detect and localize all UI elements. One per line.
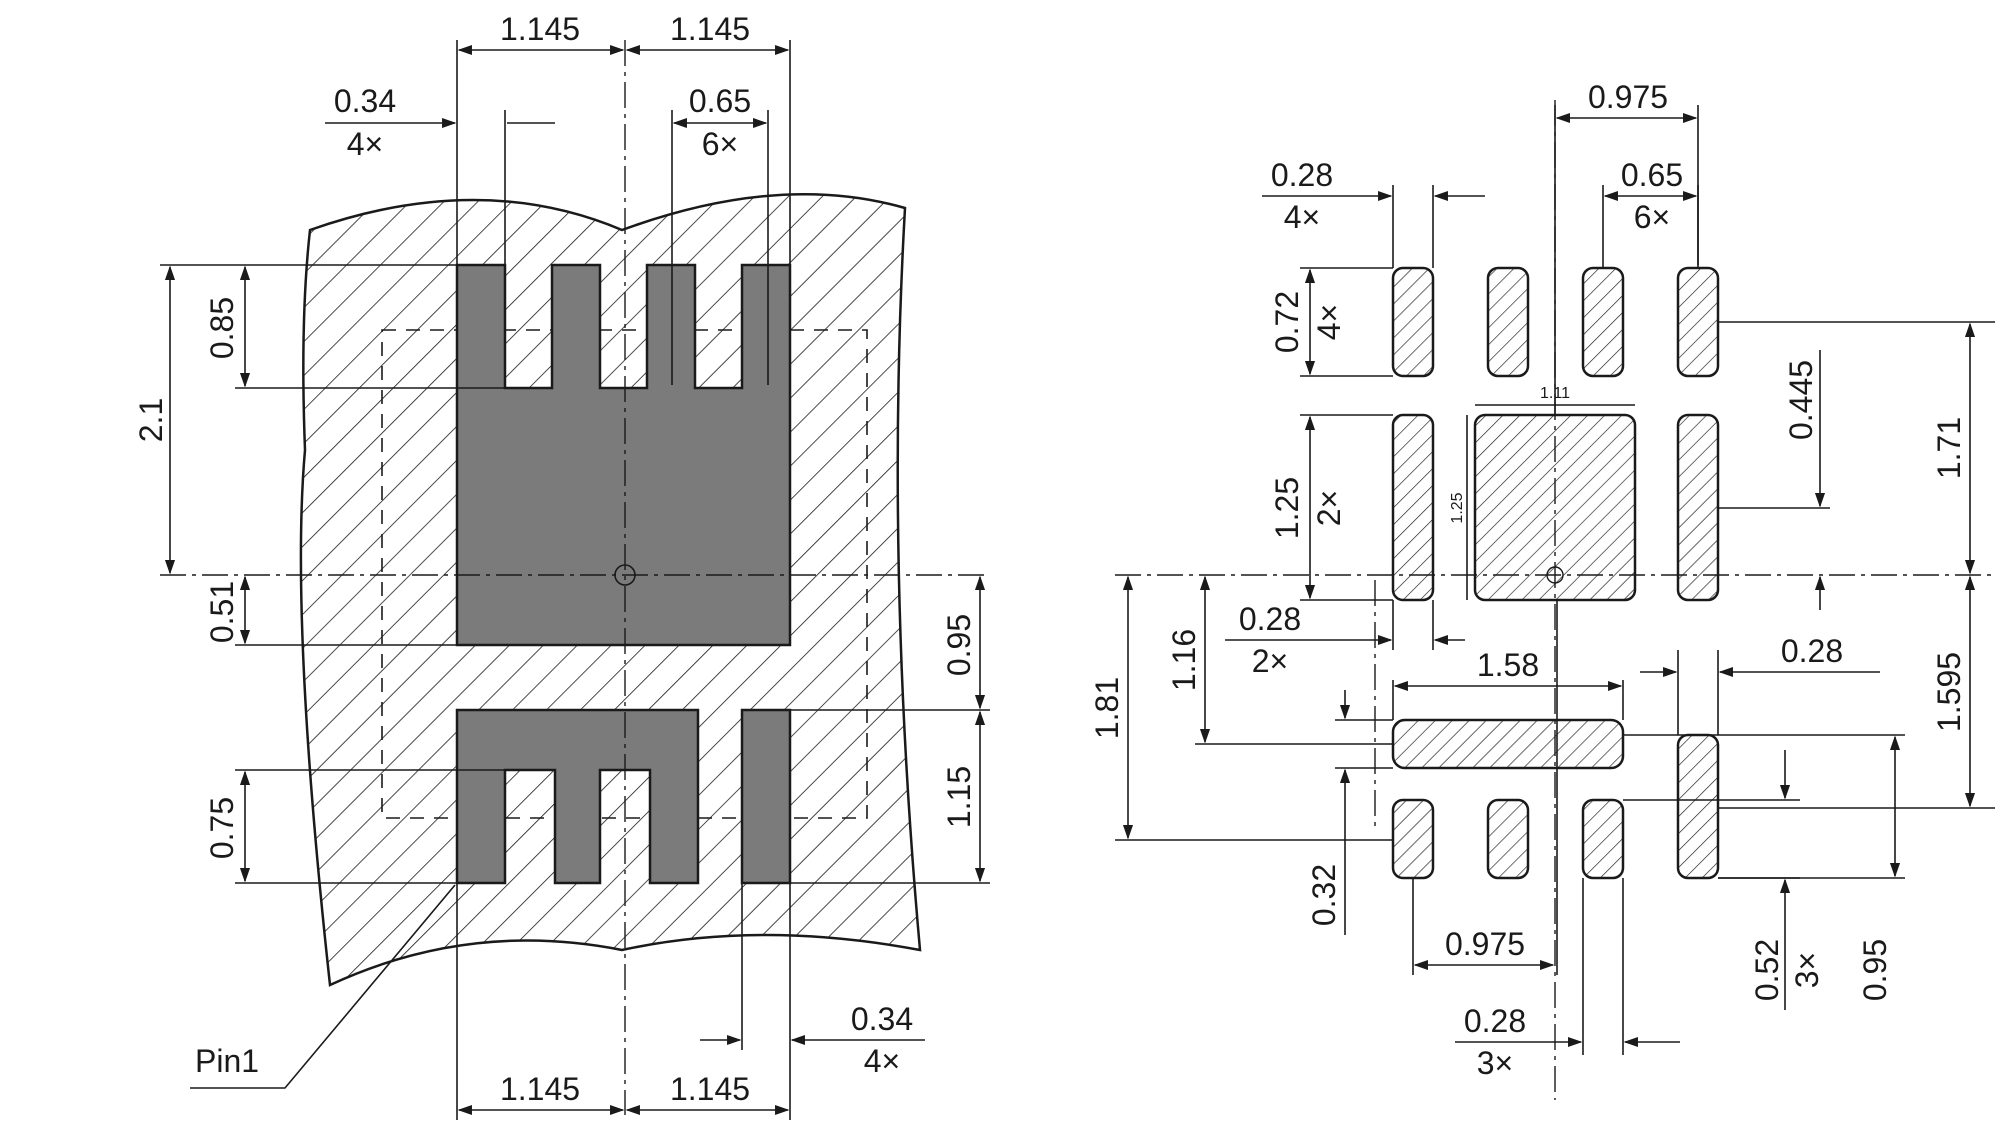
- pad-dim-125: 1.25: [1269, 477, 1305, 539]
- right-small-dim-028: 0.28: [1271, 157, 1333, 193]
- right-dim-171: 1.71: [1931, 417, 1967, 479]
- left-bottom-dim-2: 1.145: [670, 1071, 750, 1107]
- pad-bottom-3: [1581, 798, 1625, 880]
- left-view: 1.145 1.145 0.34 4× 0.65 6× 0.85 2.1 0.5…: [133, 11, 990, 1120]
- right-top-dim-0975: 0.975: [1588, 79, 1668, 115]
- left-small-dim-034: 0.34: [334, 83, 396, 119]
- left-bottom-right-dim-count: 4×: [864, 1043, 900, 1079]
- left-small-dim-034-count: 4×: [347, 126, 383, 162]
- pad-top-4: [1676, 266, 1720, 378]
- right-dim-028-right: 0.28: [1781, 633, 1843, 669]
- center-pad-height: 1.25: [1449, 492, 1466, 523]
- pad-dim-125-count: 2×: [1311, 490, 1347, 526]
- pad-dim-072: 0.72: [1269, 291, 1305, 353]
- right-dim-028-3x: 0.28: [1464, 1003, 1526, 1039]
- left-dim-051: 0.51: [204, 581, 240, 643]
- right-view: 1.11 1.25 0.975 0.28 4× 0.65 6× 0.72: [1089, 79, 1995, 1100]
- right-dim-028-3x-count: 3×: [1477, 1045, 1513, 1081]
- pad-right-tall: [1676, 413, 1720, 602]
- right-dim-095: 0.95: [1857, 939, 1893, 1001]
- left-lower-copper-pad: [455, 708, 700, 885]
- left-dim-085: 0.85: [204, 297, 240, 359]
- pin1-label: Pin1: [195, 1043, 259, 1079]
- pad-bottom-right-tall: [1676, 733, 1720, 880]
- left-small-dim-065: 0.65: [689, 83, 751, 119]
- left-bottom-right-dim: 0.34: [851, 1001, 913, 1037]
- right-dim-0975-bottom: 0.975: [1445, 926, 1525, 962]
- left-top-dim-1: 1.145: [500, 11, 580, 47]
- right-small-dim-065: 0.65: [1621, 157, 1683, 193]
- pad-top-2: [1486, 266, 1530, 378]
- right-dim-158: 1.58: [1477, 647, 1539, 683]
- left-dim-075: 0.75: [204, 797, 240, 859]
- left-origin-marker: [614, 564, 636, 586]
- right-dim-052: 0.52: [1749, 939, 1785, 1001]
- pad-top-1: [1391, 266, 1435, 378]
- pad-top-3: [1581, 266, 1625, 378]
- right-small-dim-065-count: 6×: [1634, 199, 1670, 235]
- right-small-dim-028-count: 4×: [1284, 199, 1320, 235]
- pad-left-tall: [1391, 413, 1435, 602]
- pad-horizontal-bar: [1391, 718, 1625, 770]
- center-thermal-pad: [1473, 413, 1637, 602]
- right-dim-028-2x-count: 2×: [1252, 643, 1288, 679]
- right-dim-032: 0.32: [1306, 864, 1342, 926]
- left-top-dim-2: 1.145: [670, 11, 750, 47]
- left-upper-copper-pad: [455, 263, 792, 647]
- pad-bottom-1: [1391, 798, 1435, 880]
- left-lower-right-pad: [740, 708, 792, 885]
- pad-bottom-2: [1486, 798, 1530, 880]
- right-dim-028-2x: 0.28: [1239, 601, 1301, 637]
- right-dim-1595: 1.595: [1931, 652, 1967, 732]
- right-dim-115: 1.15: [941, 766, 977, 828]
- left-bottom-dim-1: 1.145: [500, 1071, 580, 1107]
- right-dim-116: 1.16: [1166, 629, 1202, 691]
- left-package-outline: [381, 329, 868, 819]
- left-small-dim-065-count: 6×: [702, 126, 738, 162]
- right-origin-marker: [1546, 566, 1564, 584]
- pad-dim-072-count: 4×: [1311, 304, 1347, 340]
- right-dim-052-count: 3×: [1789, 952, 1825, 988]
- right-dim-095: 0.95: [941, 614, 977, 676]
- right-dim-181: 1.81: [1089, 677, 1125, 739]
- right-dim-0445: 0.445: [1783, 360, 1819, 440]
- left-dim-21: 2.1: [133, 398, 169, 442]
